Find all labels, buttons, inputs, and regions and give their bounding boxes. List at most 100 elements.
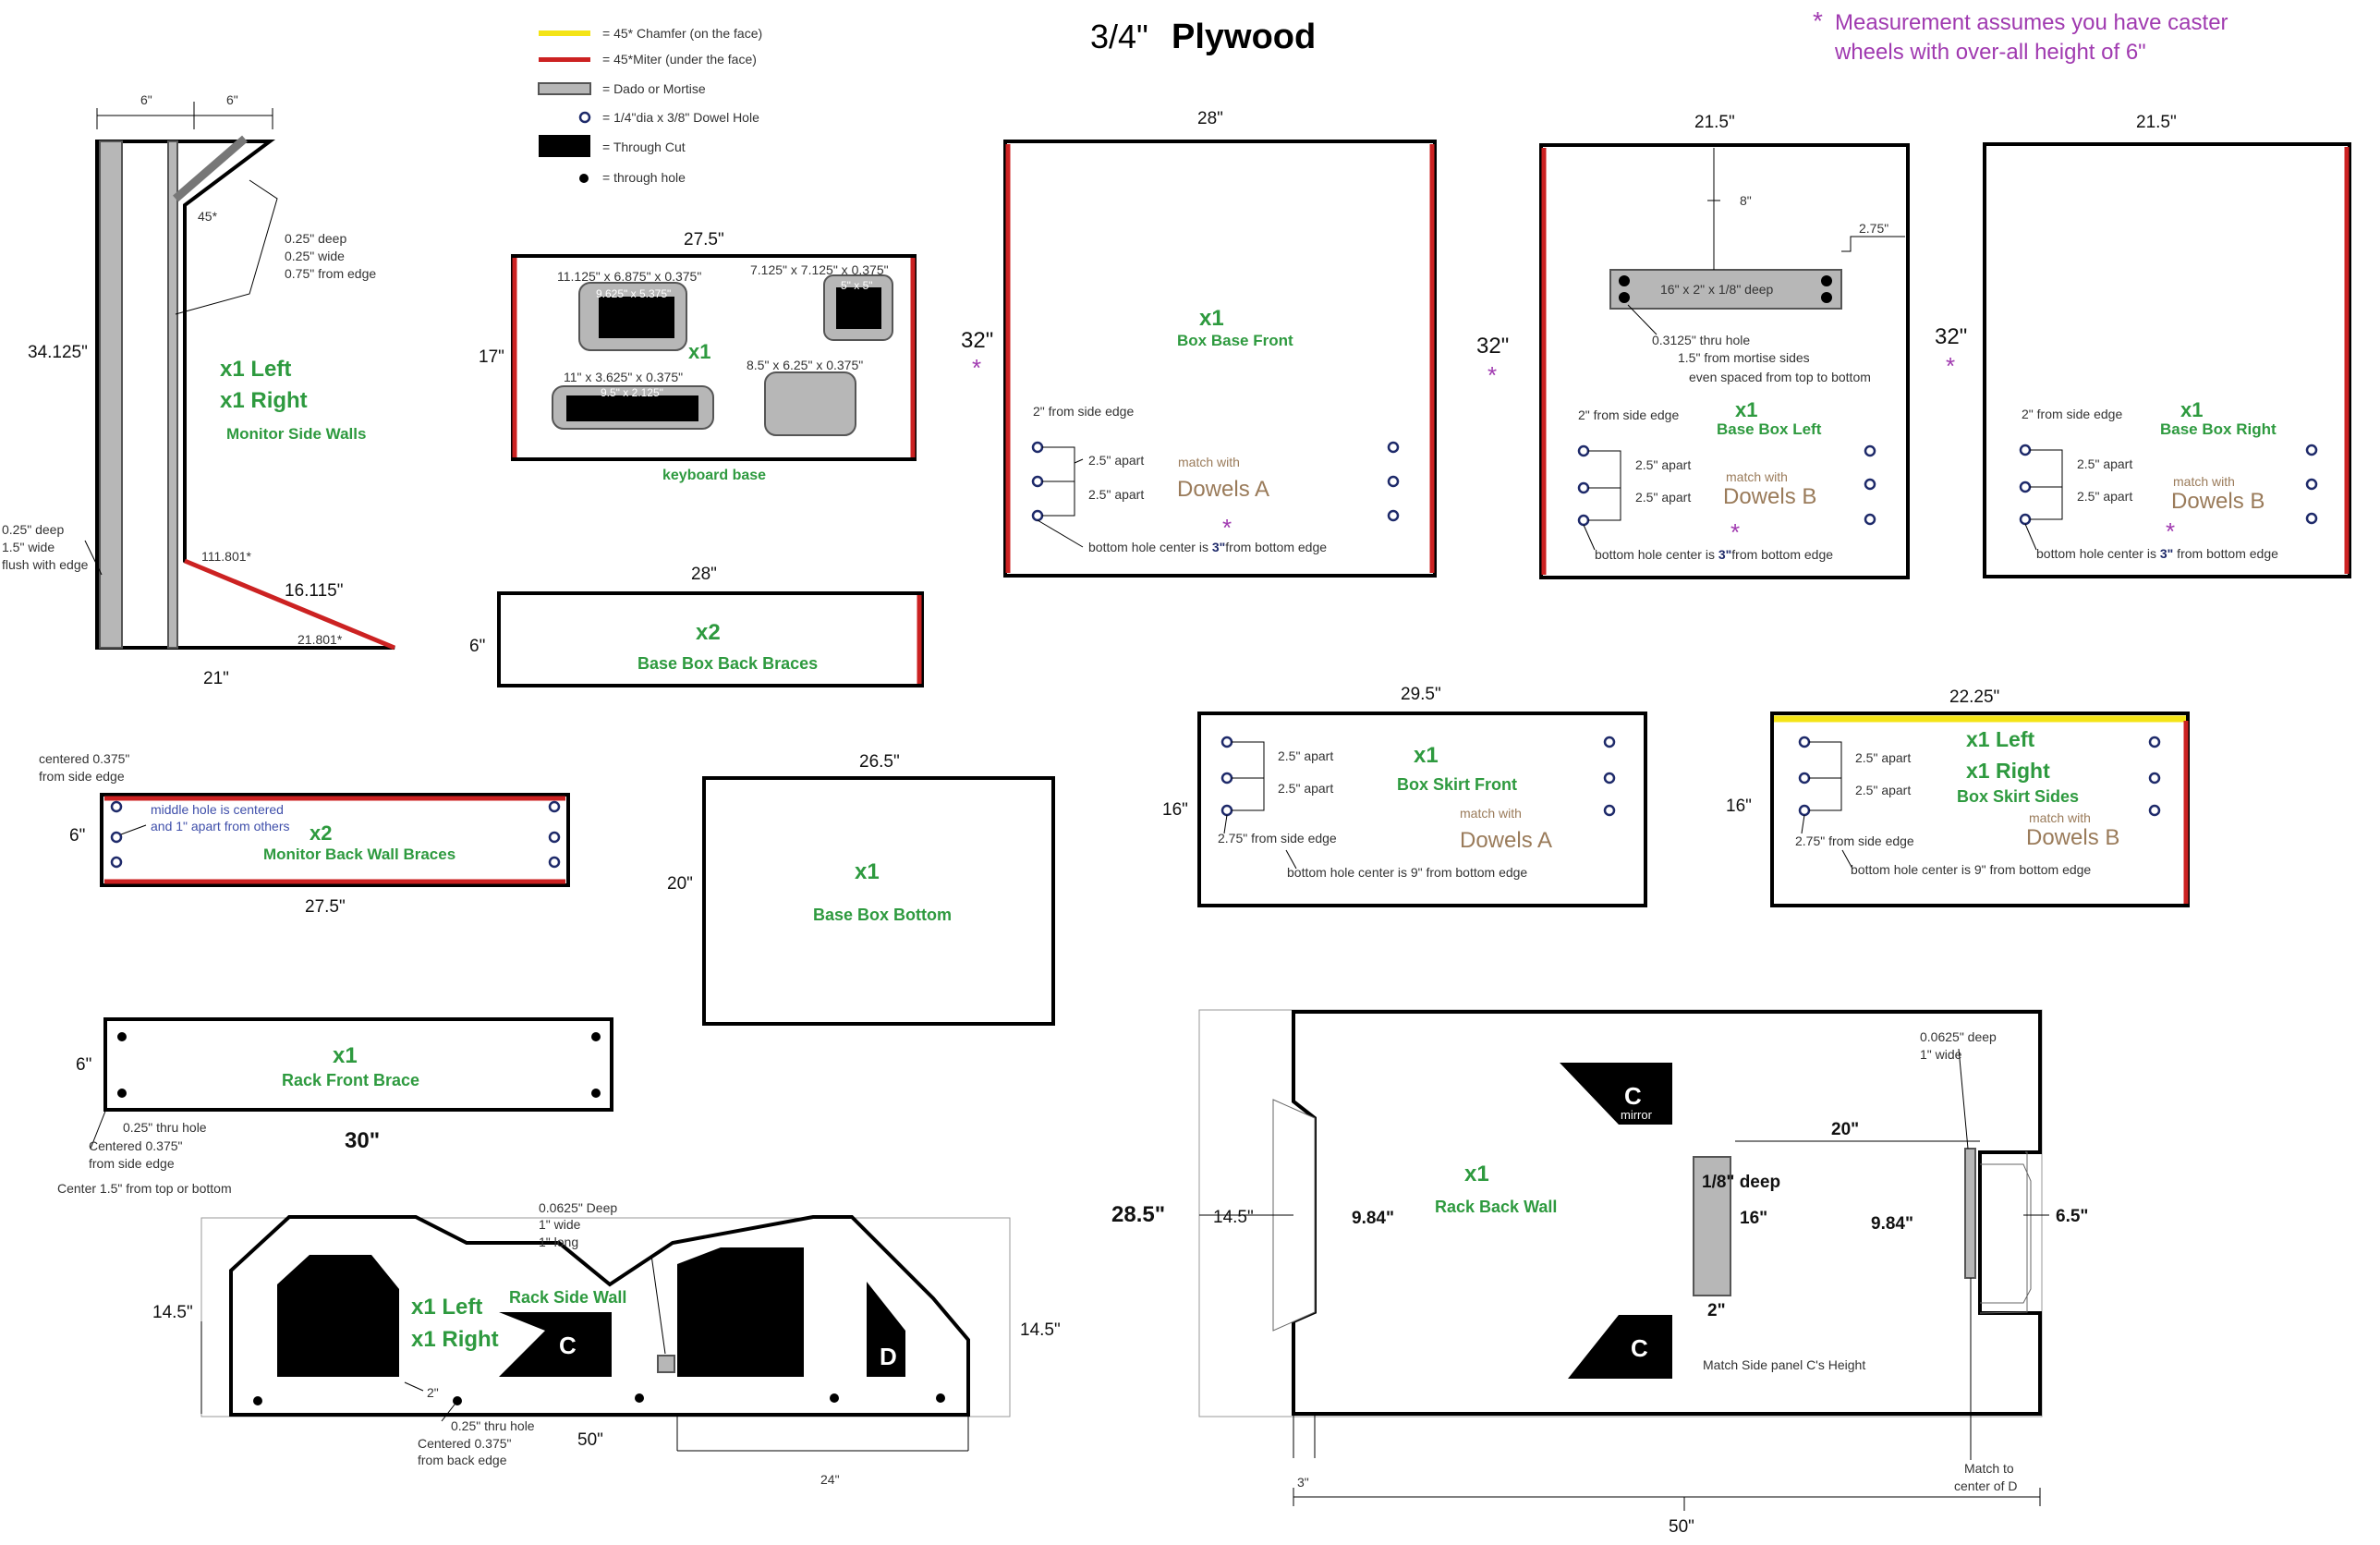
match-c-note: Match Side panel C's Height — [1703, 1357, 1865, 1372]
qty: x1 — [1735, 398, 1757, 421]
dim-left-outer: 14.5" — [1213, 1208, 1254, 1227]
box-base-front: 28" 32" * x1 Box Base Front 2" from side… — [961, 109, 1437, 578]
dowel-hole — [1864, 444, 1876, 457]
panel-name: Rack Side Wall — [509, 1288, 626, 1307]
qty-right: x1 Right — [1966, 759, 2050, 783]
dowel-hole — [1864, 513, 1876, 526]
base-box-right-panel — [1983, 142, 2351, 578]
dim-width: 26.5" — [859, 752, 900, 772]
note-line-2: wheels with over-all height of 6" — [1834, 40, 2146, 65]
qty: x1 — [1199, 306, 1224, 331]
legend: = 45* Chamfer (on the face) = 45*Miter (… — [538, 26, 762, 185]
note-1: centered 0.375" — [39, 751, 129, 766]
mortise — [1693, 1156, 1731, 1296]
dowel-hole — [548, 800, 561, 813]
mortise-length: 16" — [1740, 1209, 1767, 1228]
dim-height: 32" — [961, 328, 993, 353]
dado-callout — [175, 179, 278, 315]
dim-right: 2.75" — [1859, 221, 1888, 236]
mortise-size: 16" x 2" x 1/8" deep — [1660, 282, 1774, 297]
dowel-hole — [548, 856, 561, 869]
dowel-hole — [2019, 481, 2032, 493]
left-dado-note-3: flush with edge — [2, 557, 89, 572]
dado-note-2: 0.25" wide — [285, 249, 345, 263]
dim-top-left: 6" — [140, 92, 152, 107]
note-1: 0.25" thru hole — [123, 1120, 207, 1135]
panel-name: keyboard base — [662, 468, 766, 483]
dim-height: 32" — [1935, 324, 1967, 349]
dowel-hole — [2019, 513, 2032, 526]
base-box-left-panel — [1539, 143, 1910, 579]
apart-1: 2.5" apart — [1088, 453, 1144, 468]
pocket-dim: 8.5" x 6.25" x 0.375" — [747, 358, 863, 372]
panel-name: Base Box Right — [2160, 420, 2277, 438]
back-brace-panel — [497, 591, 924, 687]
dim-height: 6" — [76, 1055, 91, 1075]
qty-left: x1 Left — [1966, 727, 2034, 751]
note-2: from side edge — [39, 769, 125, 784]
dim-right-inner: 9.84" — [1871, 1214, 1913, 1234]
left-dado-note-2: 1.5" wide — [2, 540, 55, 554]
cut1-outer: 11.125" x 6.875" x 0.375" — [557, 269, 701, 284]
legend-gray-bar — [538, 82, 591, 95]
through-cut-c — [499, 1312, 612, 1377]
match-with: match with — [2029, 810, 2091, 825]
label-c: C — [559, 1332, 577, 1359]
qty-right: x1 Right — [411, 1327, 499, 1352]
title-material: Plywood — [1172, 18, 1316, 56]
panel-name: Box Skirt Front — [1397, 775, 1517, 794]
svg-text:bottom hole center is 3"from b: bottom hole center is 3"from bottom edge — [1595, 547, 1833, 562]
dowel-hole — [1387, 475, 1400, 488]
qty-left: x1 Left — [220, 357, 291, 382]
dowel-hole — [2148, 804, 2161, 817]
bottom-note-pre: bottom hole center is — [1088, 540, 1212, 554]
bottom-note-post: from bottom edge — [2173, 546, 2278, 561]
match-with: match with — [1178, 455, 1240, 469]
base-box-bottom-panel — [702, 776, 1055, 1026]
qty: x1 — [1464, 1162, 1489, 1186]
dim-20: 20" — [1831, 1120, 1859, 1139]
legend-label-dado: = Dado or Mortise — [602, 81, 706, 96]
dim-right-outer: 6.5" — [2056, 1207, 2088, 1226]
qty-left: x1 Left — [411, 1295, 482, 1320]
note-1: 0.25" thru hole — [451, 1418, 535, 1433]
panel-name: Box Base Front — [1177, 332, 1293, 349]
side-edge: 2.75" from side edge — [1218, 831, 1337, 845]
dim-height-right: 14.5" — [1020, 1320, 1061, 1340]
side-edge: 2" from side edge — [1033, 404, 1134, 419]
angle-bottom: 21.801* — [298, 632, 343, 647]
keyboard-base: 27.5" 17" 11.125" x 6.875" x 0.375" 9.62… — [479, 230, 917, 483]
dowel-hole — [1577, 481, 1590, 494]
thru-2: 1.5" from mortise sides — [1678, 350, 1810, 365]
through-cut-d — [867, 1282, 905, 1377]
thru-3: even spaced from top to bottom — [1689, 370, 1871, 384]
dim-width: 27.5" — [684, 230, 724, 249]
mortise-depth: 1/8" deep — [1702, 1173, 1780, 1192]
through-cut-c — [1568, 1315, 1672, 1379]
through-cut — [277, 1255, 399, 1377]
panel-name: Box Skirt Sides — [1957, 787, 2079, 806]
side-edge: 2.75" from side edge — [1795, 833, 1914, 848]
note-2: Centered 0.375" — [418, 1436, 512, 1451]
through-cut — [677, 1247, 804, 1377]
dim-left-inner: 9.84" — [1352, 1209, 1394, 1228]
dowel-hole — [110, 856, 123, 869]
dim-height: 34.125" — [28, 343, 88, 362]
dim-height: 16" — [1726, 797, 1752, 816]
base-box-bottom: 26.5" 20" x1 Base Box Bottom — [667, 752, 1055, 1026]
dowel-hole — [1577, 514, 1590, 527]
legend-label-dowel: = 1/4"dia x 3/8" Dowel Hole — [602, 110, 759, 125]
dowel-hole — [1864, 478, 1876, 491]
dowel-hole — [1798, 772, 1811, 785]
height-asterisk: * — [972, 354, 981, 382]
bottom-note-pre: bottom hole center is — [2036, 546, 2160, 561]
label-c: C — [1631, 1334, 1648, 1362]
box-skirt-sides: 22.25" 16" x1 Left x1 Right Box Skirt Si… — [1726, 687, 2190, 907]
dowel-hole — [2305, 444, 2318, 456]
middle-note-1: middle hole is centered — [151, 802, 284, 817]
cut2-outer: 7.125" x 7.125" x 0.375" — [750, 262, 889, 277]
small-dado — [657, 1355, 675, 1373]
dim-width: 21.5" — [1694, 113, 1735, 132]
bottom-asterisk: * — [2166, 517, 2175, 545]
dim-height: 32" — [1476, 334, 1509, 359]
